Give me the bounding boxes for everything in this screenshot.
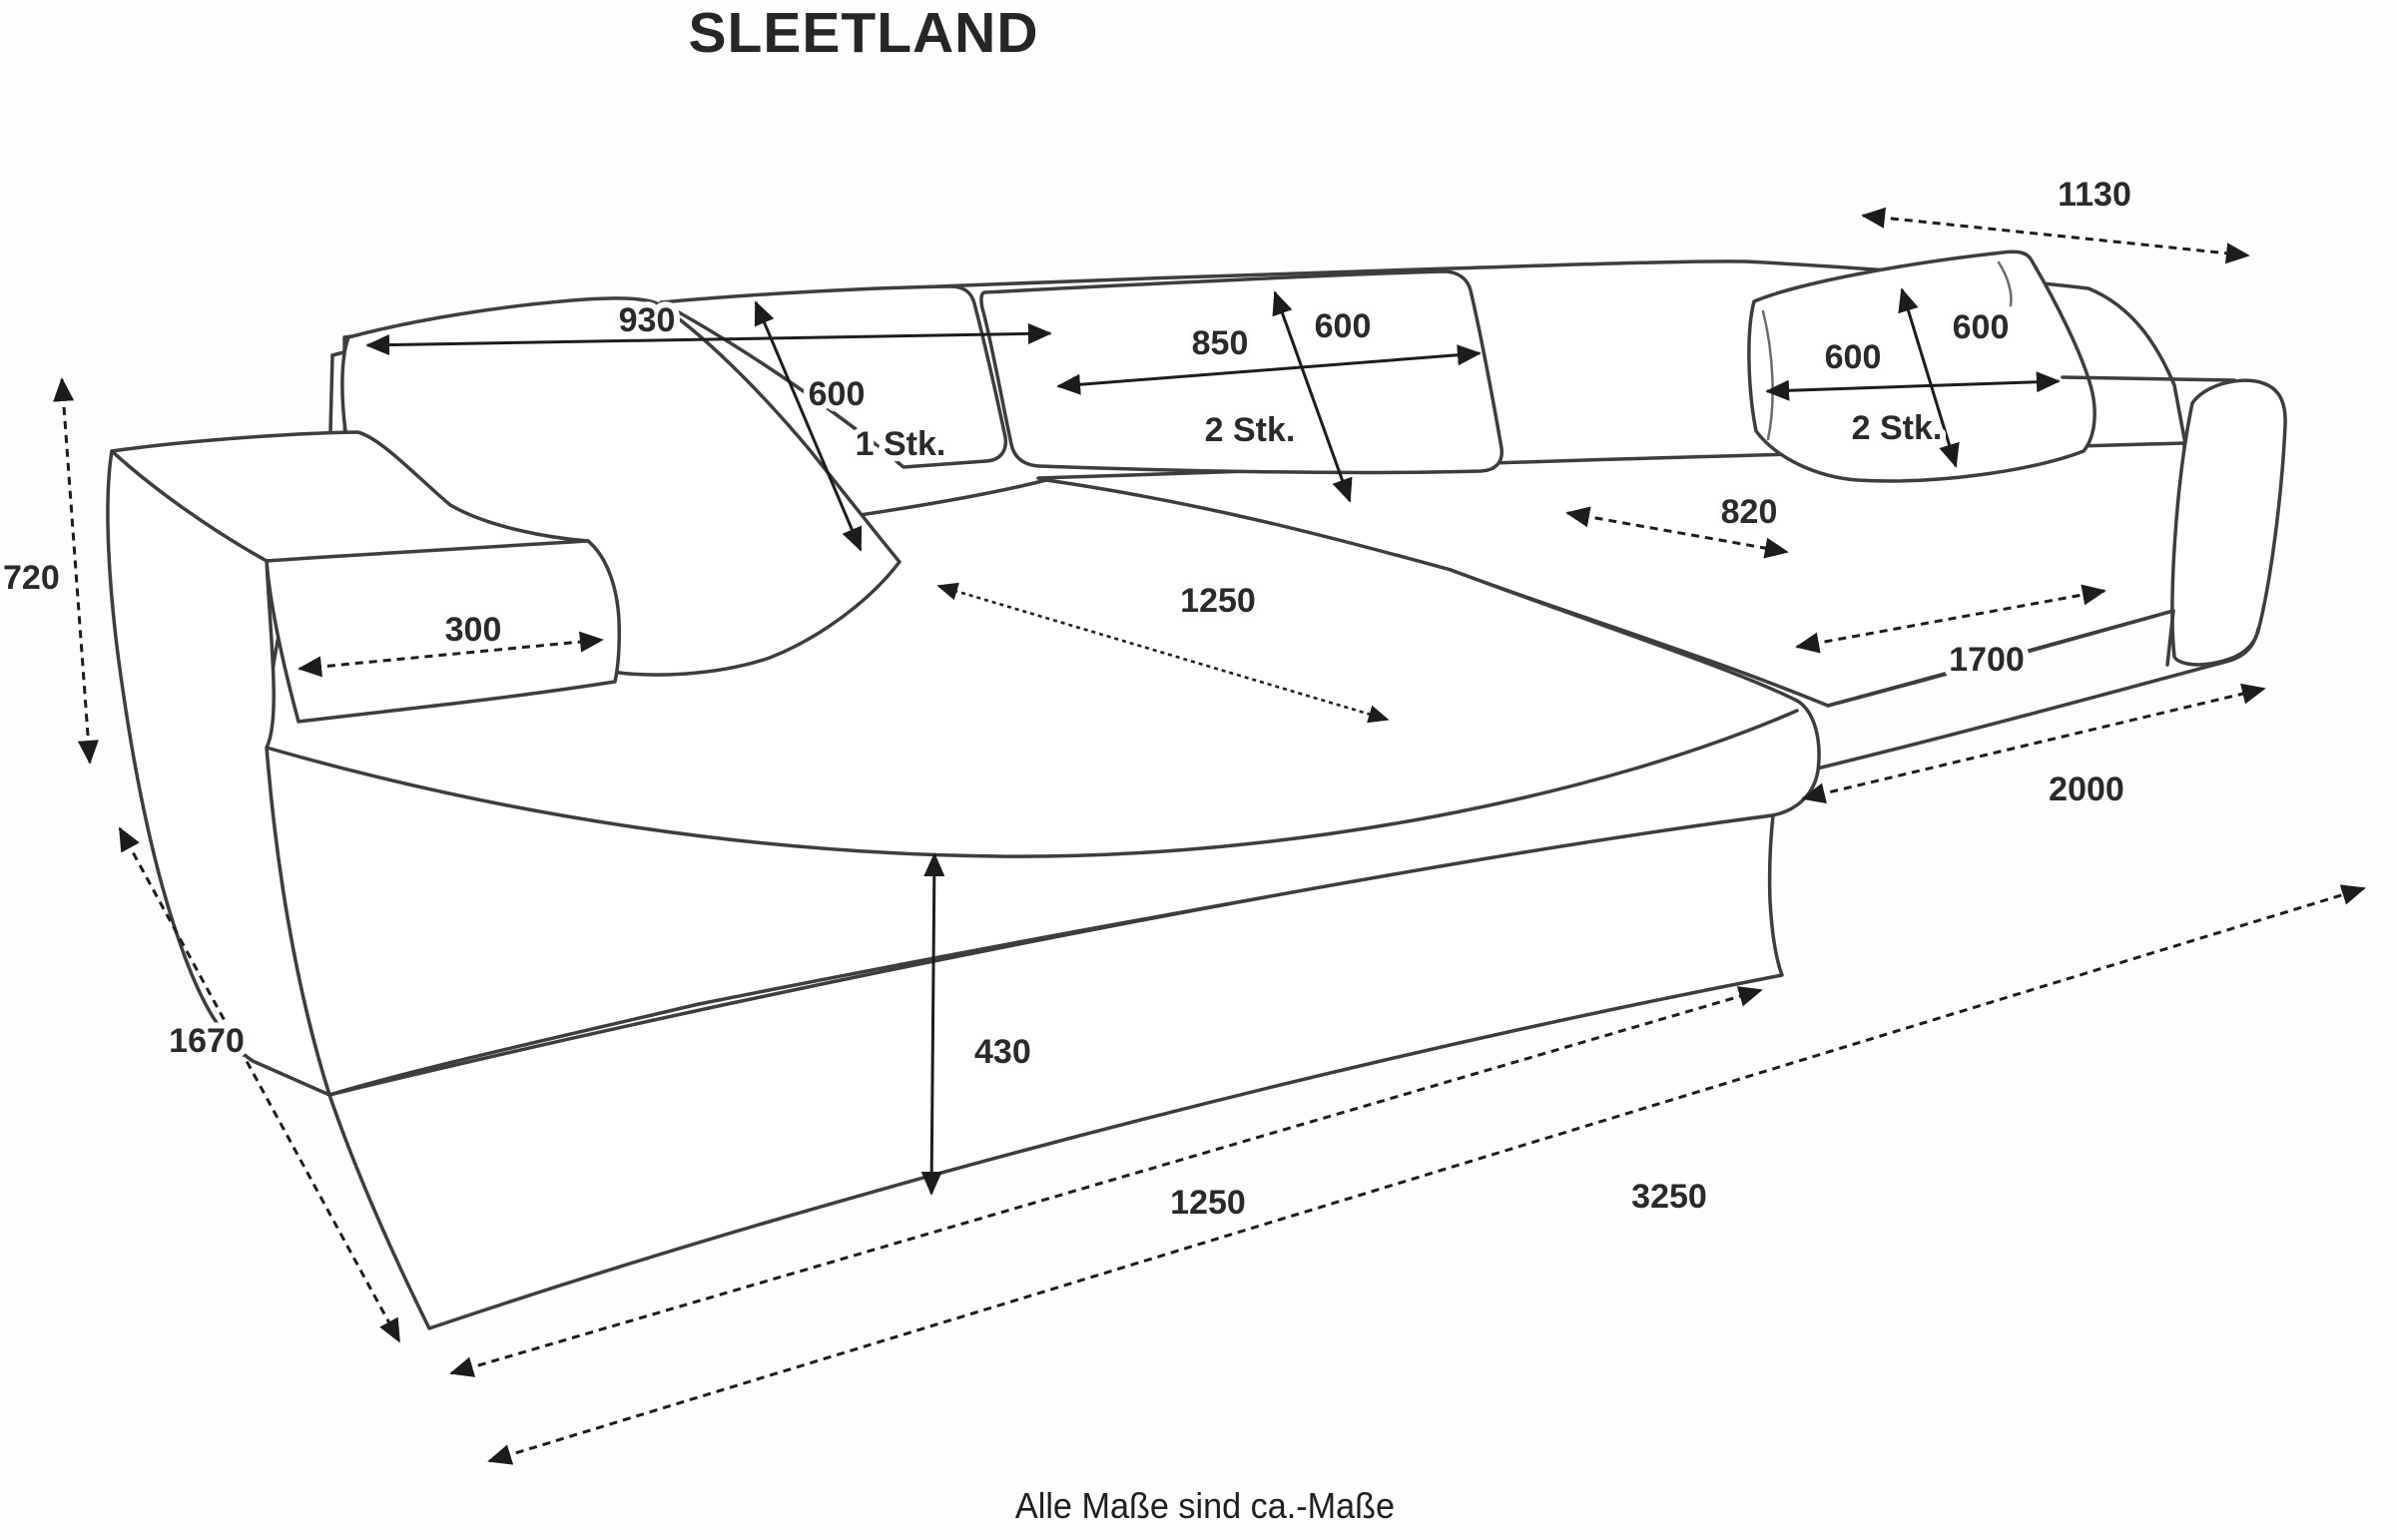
label-chaise-front-width: 1250: [1170, 1184, 1246, 1222]
arrow-600-small-pillow-h: [1898, 287, 1960, 468]
arrow-1130: [1861, 207, 2250, 264]
arrow-1250-seat: [936, 582, 1390, 724]
label-pillow-small-qty: 2 Stk.: [1852, 409, 1943, 447]
label-pillow-large-width: 930: [619, 301, 676, 339]
arrow-720: [53, 377, 99, 765]
label-pillow-large-height: 600: [809, 375, 866, 413]
label-chaise-seat-length: 1250: [1180, 582, 1256, 620]
arrow-850: [1056, 344, 1482, 395]
label-seat-width-right: 1700: [1949, 641, 2025, 679]
label-back-cushion-qty: 2 Stk.: [1205, 411, 1296, 449]
arrow-300: [298, 631, 604, 678]
label-back-cushion-height: 600: [1315, 307, 1372, 345]
label-back-width: 1130: [2058, 176, 2131, 214]
label-pillow-small-height: 600: [1953, 308, 2010, 346]
arrow-600-large-pillow: [754, 300, 863, 552]
arrow-1700: [1795, 584, 2106, 654]
label-back-cushion-width: 850: [1192, 324, 1249, 362]
arrow-2000: [1801, 683, 2266, 804]
label-armrest-width: 300: [445, 611, 502, 649]
label-right-length: 2000: [2049, 770, 2124, 808]
dimension-arrows: [53, 207, 2366, 1465]
label-total-length: 3250: [1631, 1178, 1707, 1216]
label-seat-depth: 820: [1721, 493, 1778, 531]
label-pillow-small-width: 600: [1825, 338, 1882, 376]
arrow-820: [1565, 506, 1789, 559]
dimension-labels: 1130 930 600 1 Stk. 850 600 2 Stk. 600 6…: [0, 170, 2137, 1228]
arrow-600-back-cushion: [1272, 290, 1353, 503]
arrow-930: [365, 322, 1052, 356]
footer-note: Alle Maße sind ca.-Maße: [1014, 1485, 1396, 1526]
label-pillow-large-qty: 1 Stk.: [856, 425, 946, 463]
label-seat-height: 430: [974, 1033, 1031, 1071]
label-total-height: 720: [3, 559, 60, 597]
arrow-3250: [487, 884, 2366, 1465]
product-title: SLEETLAND: [688, 1, 1039, 65]
label-chaise-depth: 1670: [169, 1022, 245, 1060]
